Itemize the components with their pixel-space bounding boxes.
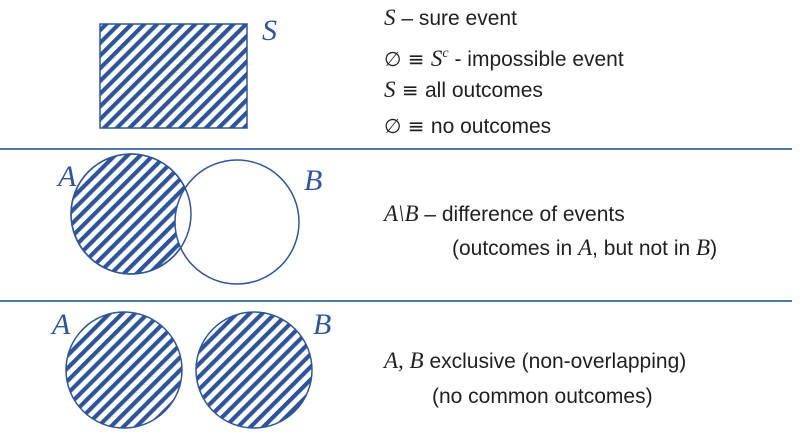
impossible-event-text: - impossible event <box>448 48 624 71</box>
all-outcomes-text: all outcomes <box>424 79 543 102</box>
math-a-b: A, B <box>384 348 424 373</box>
set-label-a: A <box>58 160 77 193</box>
math-a: A <box>578 235 593 260</box>
empty-set-equiv: ∅ ≡ <box>384 47 431 71</box>
detail-post: ) <box>710 237 718 260</box>
detail-mid: , but not in <box>592 237 697 260</box>
set-label-s: S <box>262 14 277 47</box>
math-a-minus-b: A\B <box>384 201 419 226</box>
math-s: S <box>430 46 443 71</box>
def-exclusive: A, B exclusive (non-overlapping) <box>384 349 686 374</box>
set-label-a-exclusive: A <box>52 308 71 341</box>
def-exclusive-detail: (no common outcomes) <box>432 385 653 408</box>
exclusive-set-a-circle <box>65 311 183 429</box>
difference-text: – difference of events <box>418 203 625 226</box>
equiv-symbol: ≡ <box>395 78 425 102</box>
detail-pre: (outcomes in <box>452 237 579 260</box>
set-label-b-exclusive: B <box>313 308 332 341</box>
def-difference: A\B – difference of events <box>384 202 625 227</box>
def-difference-detail: (outcomes in A, but not in B) <box>452 236 717 261</box>
set-label-b: B <box>304 164 323 197</box>
def-impossible-event: ∅ ≡ Sc - impossible event <box>384 42 624 72</box>
complement-superscript: c <box>442 46 449 61</box>
math-s: S <box>384 77 396 102</box>
set-b-circle <box>174 159 300 285</box>
def-all-outcomes: S ≡ all outcomes <box>384 78 543 103</box>
def-no-outcomes: ∅ ≡ no outcomes <box>384 114 551 139</box>
math-b: B <box>696 235 711 260</box>
sure-event-text: sure event <box>418 7 517 30</box>
def-sure-event: S – sure event <box>384 6 517 31</box>
no-outcomes-text: no outcomes <box>430 115 552 138</box>
sample-space-rect <box>99 23 248 129</box>
exclusive-set-b-circle <box>195 311 313 429</box>
set-a-outline-inside-b <box>70 153 192 275</box>
exclusive-text: exclusive (non-overlapping) <box>423 350 687 373</box>
math-s: S <box>384 5 396 30</box>
empty-set-equiv: ∅ ≡ <box>384 114 431 138</box>
dash: – <box>395 7 419 30</box>
